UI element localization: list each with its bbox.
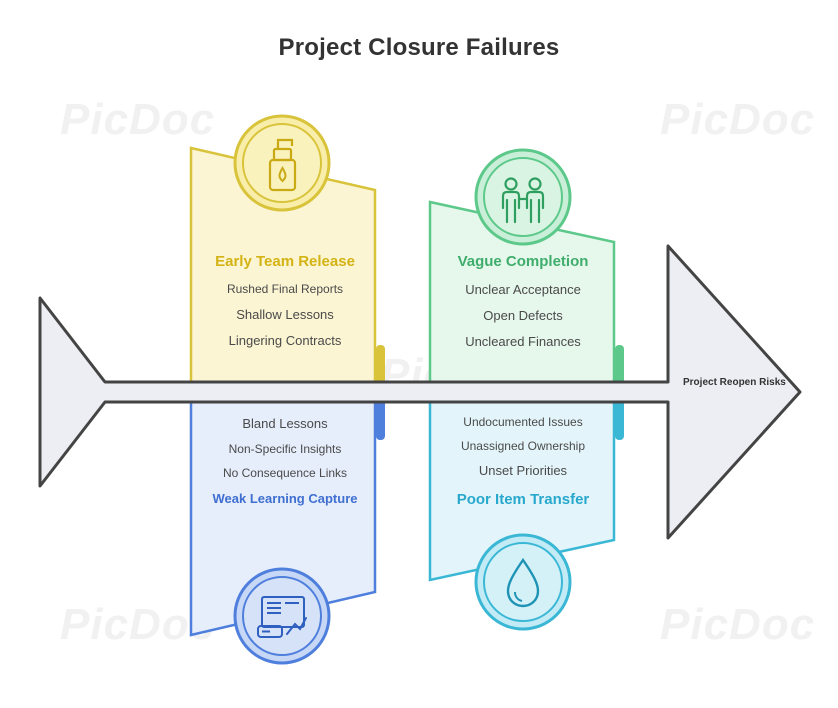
branch-item: Rushed Final Reports	[226, 282, 344, 296]
spray-bottle-icon	[233, 114, 331, 212]
branch-item: Unclear Acceptance	[465, 282, 581, 297]
water-drop-icon	[474, 533, 572, 631]
branch-heading-early-team-release: Early Team Release	[215, 253, 355, 270]
branch-heading-vague-completion: Vague Completion	[457, 253, 589, 270]
branch-heading-weak-learning-capture: Weak Learning Capture	[212, 491, 358, 506]
branch-item: Non-Specific Insights	[228, 442, 342, 456]
branch-item: Lingering Contracts	[228, 333, 342, 348]
two-people-icon	[474, 148, 572, 246]
watermark-bottom-left: PicDoc	[60, 600, 216, 649]
branch-item: Open Defects	[483, 308, 563, 323]
branch-item: Unassigned Ownership	[460, 439, 586, 453]
watermark-top-left: PicDoc	[60, 95, 216, 144]
watermark-bottom-right: PicDoc	[660, 600, 816, 649]
diagram-title: Project Closure Failures	[278, 34, 560, 61]
fish-spine-arrow	[38, 244, 802, 540]
effect-label: Project Reopen Risks	[683, 377, 786, 388]
report-document-icon	[233, 567, 331, 665]
branch-item: Shallow Lessons	[236, 307, 334, 322]
branch-item: Undocumented Issues	[463, 415, 583, 429]
branch-item: Uncleared Finances	[465, 334, 581, 349]
watermark-top-right: PicDoc	[660, 95, 816, 144]
branch-item: Unset Priorities	[478, 463, 568, 478]
branch-item: Bland Lessons	[242, 416, 328, 431]
branch-item: No Consequence Links	[222, 466, 348, 480]
branch-heading-poor-item-transfer: Poor Item Transfer	[456, 491, 590, 508]
